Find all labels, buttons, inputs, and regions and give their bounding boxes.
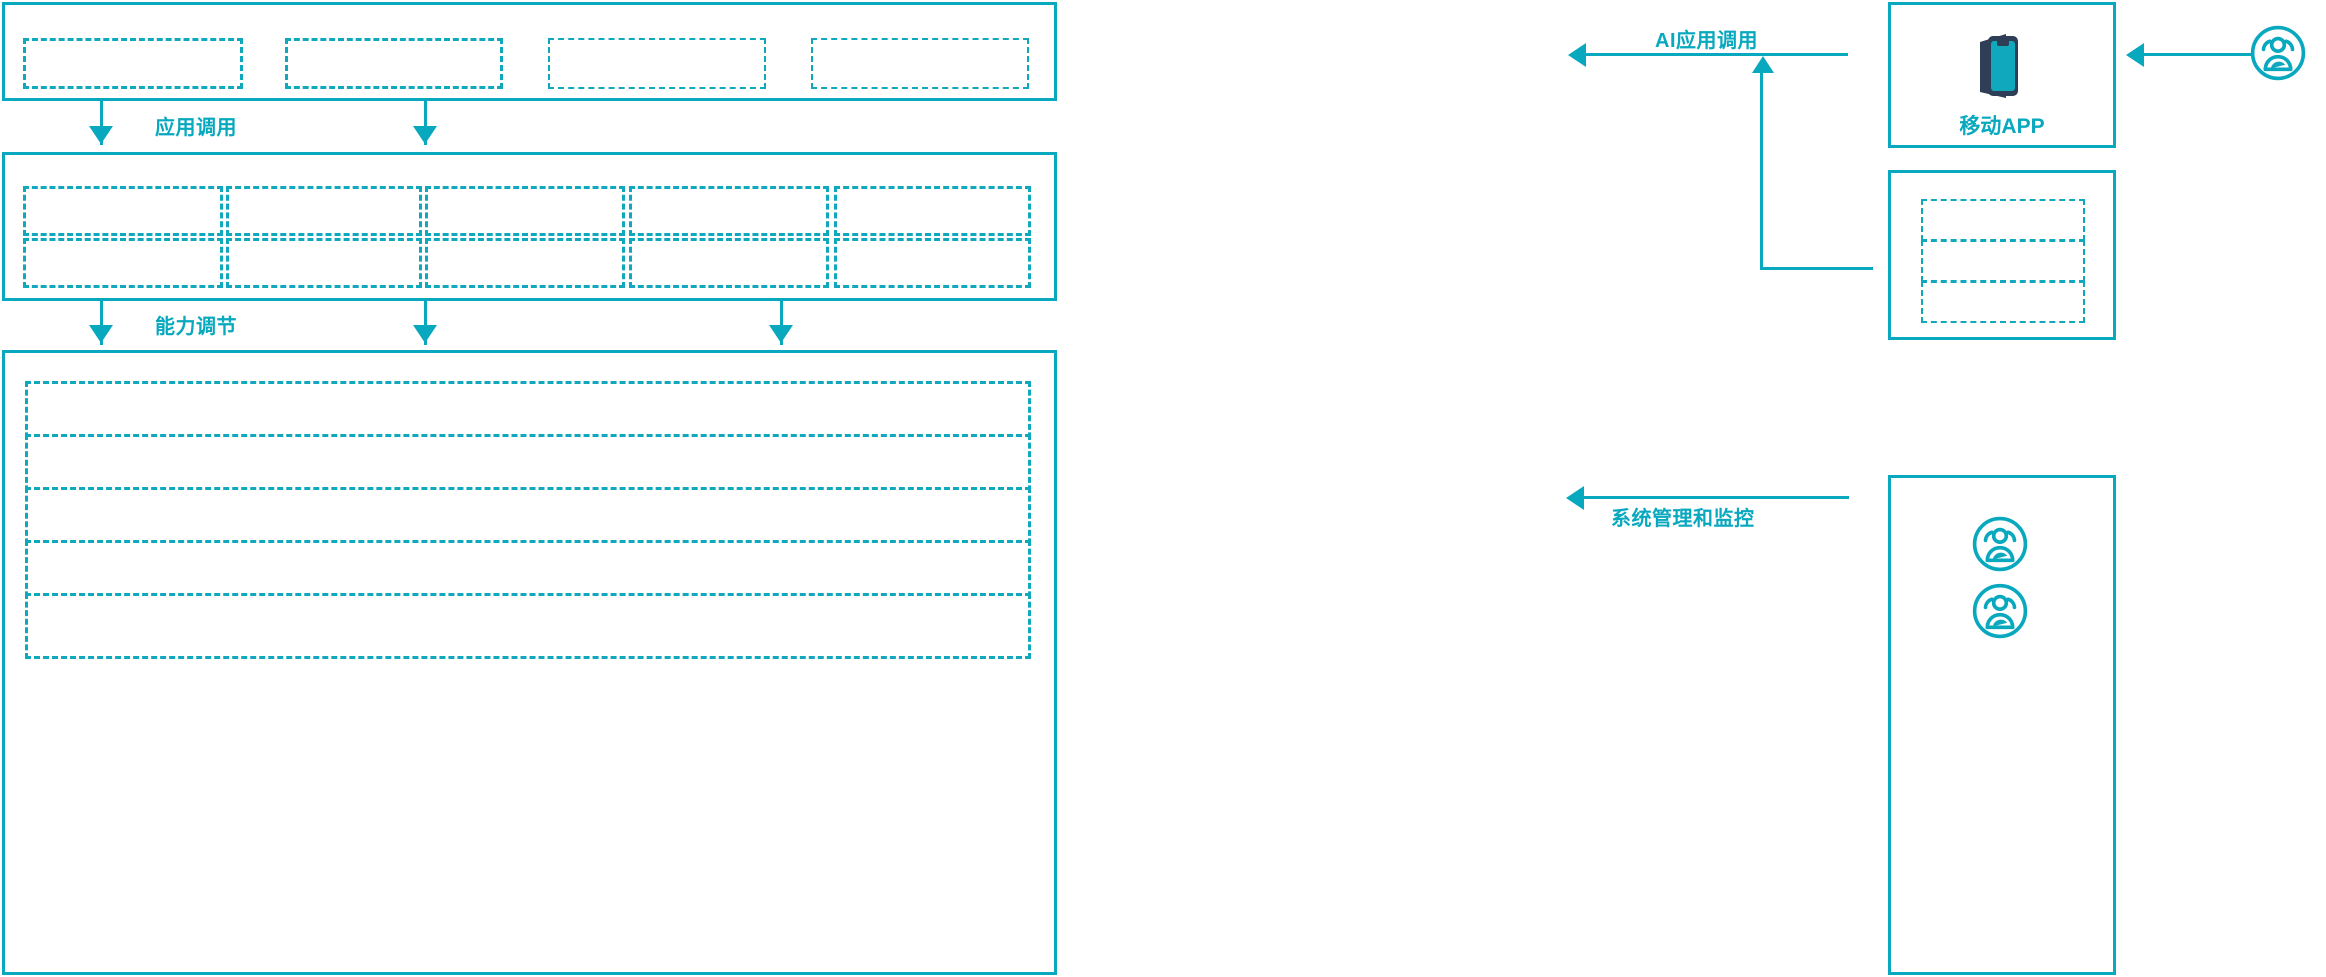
end-user-line [2143,53,2253,56]
app-call-arrow-right [413,126,437,144]
cap-col-3-top[interactable] [425,186,625,236]
app-block-3[interactable] [548,38,766,89]
ai-app-call-elbow [1760,267,1873,270]
capability-call-label: 能力调节 [155,316,237,338]
cap-col-2-top[interactable] [226,186,422,236]
app-block-1[interactable] [23,38,243,89]
channel-block-3[interactable] [1921,281,2085,323]
app-call-arrow-left [89,126,113,144]
cap-col-4-top[interactable] [629,186,829,236]
cap-col-5-top[interactable] [834,186,1031,236]
end-user-actor-icon [2249,24,2307,82]
capability-call-arrow-1 [89,325,113,343]
cap-col-3-bottom[interactable] [425,238,625,288]
ai-app-call-riser-arrowhead [1752,56,1774,73]
capability-call-line-2 [424,301,427,345]
app-block-2[interactable] [285,38,503,89]
ai-app-call-line [1585,53,1848,56]
sys-monitor-label: 系统管理和监控 [1611,508,1755,530]
smartphone-icon [1972,28,2032,102]
cap-col-4-bottom[interactable] [629,238,829,288]
capability-call-line-1 [100,301,103,345]
sys-monitor-arrowhead [1566,486,1584,510]
channel-block-1[interactable] [1921,199,2085,241]
capability-call-line-3 [780,301,783,345]
cap-col-1-top[interactable] [23,186,223,236]
sys-monitor-line [1583,496,1849,499]
operator-card[interactable] [1888,475,2116,975]
app-block-4[interactable] [811,38,1029,89]
capability-call-arrow-3 [769,325,793,343]
cap-col-1-bottom[interactable] [23,238,223,288]
platform-row-5[interactable] [25,593,1031,659]
ai-app-call-riser [1760,70,1763,270]
ai-app-call-arrowhead [1568,43,1586,67]
cap-col-5-bottom[interactable] [834,238,1031,288]
operator-icon-2 [1971,582,2029,640]
app-call-label: 应用调用 [155,117,237,139]
channel-block-2[interactable] [1921,240,2085,282]
operator-icon-1 [1971,515,2029,573]
end-user-arrowhead [2126,43,2144,67]
ai-app-call-label: AI应用调用 [1655,30,1758,52]
capability-call-arrow-2 [413,325,437,343]
app-call-line-right [424,101,427,145]
app-call-line-left [100,101,103,145]
cap-col-2-bottom[interactable] [226,238,422,288]
mobile-app-caption: 移动APP [1959,115,2045,138]
